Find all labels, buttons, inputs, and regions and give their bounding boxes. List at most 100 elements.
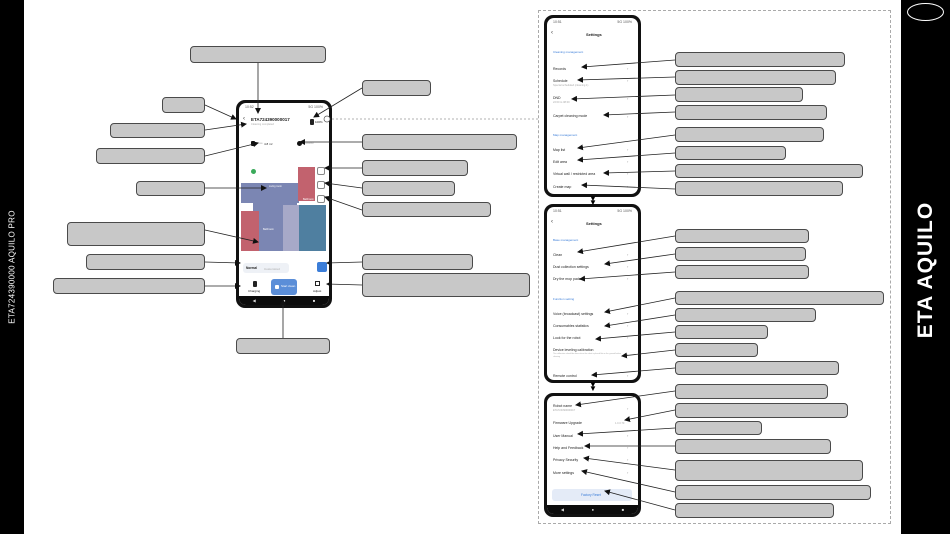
callout-box — [675, 70, 836, 85]
settings-screen-3: Robot name ETA724390000017 Firmware Upgr… — [547, 396, 638, 514]
chevron-icon-21: › — [627, 470, 629, 475]
device-id: ETA724390000017 — [251, 117, 290, 122]
chevron-icon-7: › — [627, 171, 629, 176]
map-tool-button-1[interactable] — [317, 167, 325, 175]
chevron-icon-9: › — [627, 252, 629, 257]
item-dust-collection[interactable]: Dust collection settings — [553, 265, 589, 269]
callout-box — [67, 222, 205, 246]
nav-home-icon[interactable]: ● — [283, 298, 286, 303]
area-label: Area — [257, 142, 263, 145]
item-privacy[interactable]: Privacy Security — [553, 458, 579, 462]
mode-tabs — [243, 263, 289, 273]
model-code-label: ETA724390000 AQUILO PRO — [7, 210, 17, 324]
chevron-icon-16: › — [627, 373, 629, 378]
callout-box — [362, 134, 517, 150]
settings-title-1: Settings — [586, 32, 602, 37]
map-tool-button-2[interactable] — [317, 181, 325, 189]
charging-icon[interactable] — [253, 281, 257, 287]
cleaning-map[interactable]: Living room Bathroom Bathroom — [239, 159, 329, 259]
item-records[interactable]: Records — [553, 67, 567, 71]
callout-box — [675, 460, 863, 481]
section-base: Base management — [553, 238, 579, 242]
item-more-settings[interactable]: More settings — [553, 471, 575, 475]
right-sidebar — [901, 0, 950, 534]
callout-box — [190, 46, 326, 63]
area-icon — [251, 141, 255, 146]
map-tool-button-3[interactable] — [317, 195, 325, 203]
nav-back-icon[interactable]: ◀ — [252, 298, 256, 303]
status-time-2: 10:51 — [553, 209, 562, 213]
chevron-icon-17: › — [627, 406, 629, 411]
map-room-lavender — [283, 205, 299, 251]
settings-screen-2: 10:51 5G 100% ‹ Settings Base management… — [547, 207, 638, 380]
map-room-red-2 — [241, 211, 259, 251]
item-remote-control[interactable]: Remote control — [553, 374, 577, 378]
item-consumables[interactable]: Consumables statistics — [553, 324, 589, 328]
section-function: Function setting — [553, 297, 575, 301]
map-room-teal — [297, 205, 326, 251]
adjust-label[interactable]: Adjust — [313, 289, 322, 293]
chevron-icon-10: › — [627, 264, 629, 269]
item-look-robot[interactable]: Look for the robot — [553, 336, 581, 340]
item-create-map[interactable]: Create map — [553, 185, 572, 189]
chevron-icon-20: › — [627, 457, 629, 462]
back-icon-2[interactable]: ‹ — [551, 219, 553, 225]
item-firmware[interactable]: Firmware Upgrade — [553, 421, 582, 425]
settings-phone-3: Robot name ETA724390000017 Firmware Upgr… — [544, 393, 641, 517]
callout-box — [675, 485, 871, 500]
nav-recent-icon-3[interactable]: ■ — [621, 507, 625, 512]
chevron-icon-1: › — [627, 66, 629, 71]
nav-recent-icon[interactable]: ■ — [312, 298, 316, 303]
item-schedule[interactable]: Schedule — [553, 79, 568, 83]
item-robot-name[interactable]: Robot name — [553, 404, 573, 408]
charging-label[interactable]: Charging — [248, 289, 261, 293]
room-label-bath-1: Bathroom — [263, 228, 274, 231]
chevron-icon-3: › — [627, 96, 629, 101]
tab-normal[interactable]: Normal — [246, 266, 257, 270]
callout-box — [675, 265, 809, 279]
callout-box — [675, 164, 863, 178]
item-map-list[interactable]: Map list — [553, 148, 566, 152]
callout-box — [675, 181, 843, 196]
nav-bar: ◀ ● ■ — [239, 296, 329, 305]
start-clean-label: Start clean — [281, 284, 296, 288]
callout-box — [675, 127, 824, 142]
chevron-icon-2: › — [627, 78, 629, 83]
chevron-icon-11: › — [627, 276, 629, 281]
item-virtual-wall[interactable]: Virtual wall / restricted area — [553, 172, 596, 176]
callout-box — [362, 202, 491, 217]
item-voice[interactable]: Voice (broadcast) settings — [553, 312, 594, 316]
robot-position-icon — [251, 169, 256, 174]
back-icon[interactable]: ‹ — [243, 116, 245, 122]
status-bar: 10:52 5G 100% — [239, 103, 329, 112]
start-clean-button[interactable] — [271, 279, 297, 295]
callout-box — [96, 148, 205, 164]
nav-bar-3: ◀ ● ■ — [547, 505, 638, 514]
nav-home-icon-3[interactable]: ● — [591, 507, 595, 512]
list-view-button[interactable] — [317, 262, 327, 272]
time-label: Duration — [304, 142, 314, 145]
nav-back-icon-3[interactable]: ◀ — [560, 507, 564, 512]
time-icon — [297, 141, 302, 146]
left-sidebar: ETA724390000 AQUILO PRO — [0, 0, 24, 534]
status-time: 10:52 — [245, 105, 254, 109]
item-clean[interactable]: Clean — [553, 253, 563, 257]
tab-customized[interactable]: Customized — [264, 266, 280, 271]
item-edit-area[interactable]: Edit area — [553, 160, 568, 164]
area-value: 4.8 m² — [264, 141, 273, 146]
chevron-icon-18: › — [627, 433, 629, 438]
item-dnd[interactable]: DND — [553, 96, 561, 100]
callout-box — [675, 52, 845, 67]
item-firmware-version: 1.0.0.70 — [615, 421, 625, 425]
back-icon-1[interactable]: ‹ — [551, 30, 553, 36]
item-help-feedback[interactable]: Help and Feedback — [553, 446, 584, 450]
item-leveling[interactable]: Device leveling calibration — [553, 348, 594, 352]
device-status: Cleaning completed — [251, 123, 274, 126]
item-dry-mop[interactable]: Dry the mop pads — [553, 277, 581, 281]
main-phone: 10:52 5G 100% ‹ ETA724390000017 Cleaning… — [236, 100, 332, 308]
status-right: 5G 100% — [308, 105, 323, 109]
item-carpet-mode[interactable]: Carpet cleaning mode — [553, 114, 588, 118]
item-user-manual[interactable]: User Manual — [553, 434, 573, 438]
adjust-icon[interactable] — [315, 281, 320, 286]
status-time-1: 10:51 — [553, 20, 562, 24]
